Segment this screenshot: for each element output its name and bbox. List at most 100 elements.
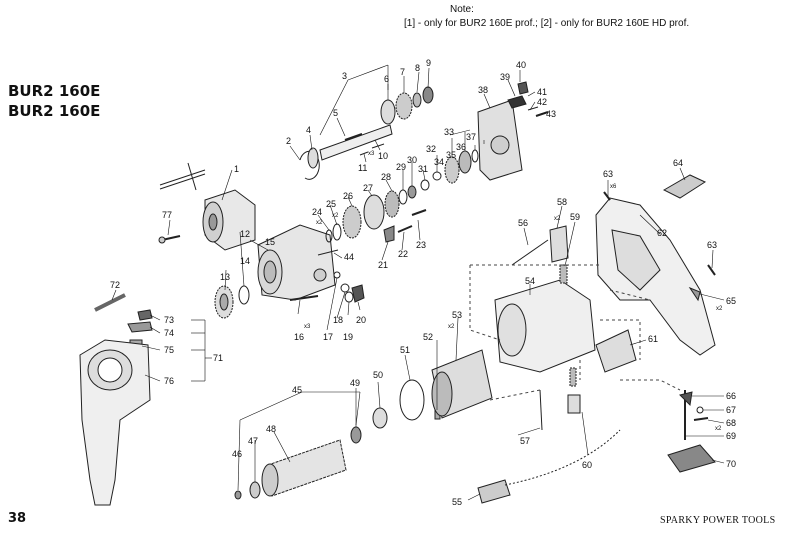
button-39 (507, 95, 527, 109)
part-label: 42 (537, 97, 547, 107)
bearing-32 (432, 171, 442, 181)
fan-47 (249, 481, 261, 499)
gear-35 (458, 150, 472, 174)
part-label: 63 (707, 240, 717, 250)
part-label: 12 (240, 229, 250, 239)
part-17 (333, 271, 341, 279)
gear-28 (384, 190, 400, 218)
part-label: 16 (294, 332, 304, 342)
part-label: 53 (452, 310, 462, 320)
plate-64 (662, 174, 707, 199)
gear-13 (214, 285, 234, 319)
part-label: 63 (603, 169, 613, 179)
part-73 (137, 309, 153, 321)
part-67 (696, 406, 704, 414)
qty-mark: x2 (554, 216, 561, 222)
part-label: 46 (232, 449, 242, 459)
qty-mark: x6 (610, 184, 617, 190)
gear-housing-15 (257, 224, 336, 301)
part-label: 15 (265, 237, 275, 247)
part-label: 6 (384, 74, 389, 84)
part-label: 69 (726, 431, 736, 441)
part-label: 1 (234, 164, 239, 174)
part-label: 62 (657, 228, 667, 238)
part-label: 14 (240, 256, 250, 266)
part-60 (567, 394, 581, 414)
part-40 (517, 81, 529, 95)
qty-mark: x3 (304, 324, 311, 330)
part-label: 65 (726, 296, 736, 306)
bearing-holder-50 (372, 407, 388, 429)
part-label: 77 (162, 210, 172, 220)
part-label: 59 (570, 212, 580, 222)
part-label: 9 (426, 58, 431, 68)
part-label: 48 (266, 424, 276, 434)
quantity-marks: x6 x2 x2 x2 x2 x2 x2 x3 x3 (304, 151, 723, 432)
part-label: 3 (342, 71, 347, 81)
screw-77 (158, 235, 181, 244)
part-label: 39 (500, 72, 510, 82)
part-label: 50 (373, 370, 383, 380)
part-label: 72 (110, 280, 120, 290)
qty-mark: x2 (316, 220, 323, 226)
part-label: 38 (478, 85, 488, 95)
footer-brand: SPARKY POWER TOOLS (660, 515, 776, 526)
drill-chuck (159, 162, 256, 251)
part-label: 32 (426, 144, 436, 154)
bearing-46 (234, 490, 242, 500)
qty-mark: x2 (716, 306, 723, 312)
part-label: 71 (213, 353, 223, 363)
part-label: 52 (423, 332, 433, 342)
wire-56 (511, 239, 549, 266)
lever-21 (383, 225, 395, 243)
part-label: 21 (378, 260, 388, 270)
spring-44 (317, 249, 339, 256)
part-label: 2 (286, 136, 291, 146)
part-label: 49 (350, 378, 360, 388)
brush-59 (559, 264, 568, 284)
part-label: 10 (378, 151, 388, 161)
gear-34 (444, 156, 460, 184)
note-text: [1] - only for BUR2 160E prof.; [2] - on… (404, 18, 690, 29)
part-label: 19 (343, 332, 353, 342)
note-title: Note: (450, 4, 474, 15)
part-label: 57 (520, 436, 530, 446)
qty-mark: x2 (448, 324, 455, 330)
ring-14 (238, 285, 250, 305)
part-label: 61 (648, 334, 658, 344)
part-label: 44 (344, 252, 354, 262)
screw-16 (289, 295, 319, 301)
ring-8 (412, 92, 422, 108)
pin-43 (535, 111, 549, 117)
bearing-49 (350, 426, 362, 444)
model-title: BUR2 160E (8, 82, 101, 100)
part-label: 56 (518, 218, 528, 228)
wire-57 (539, 389, 543, 431)
part-label: 51 (400, 345, 410, 355)
part-label: 54 (525, 276, 535, 286)
part-label: 64 (673, 158, 683, 168)
part-65 (688, 286, 701, 302)
part-label: 7 (400, 67, 405, 77)
cable-55 (477, 479, 511, 504)
part-label: 18 (333, 315, 343, 325)
part-label: 8 (415, 63, 420, 73)
part-label: 36 (456, 142, 466, 152)
circlip-2 (299, 150, 320, 180)
screw-63 (603, 191, 611, 201)
pin-22 (397, 225, 413, 233)
part-label: 41 (537, 87, 547, 97)
part-label: 13 (220, 272, 230, 282)
part-label: 47 (248, 436, 258, 446)
gear-7 (395, 92, 413, 120)
part-label: 55 (452, 497, 462, 507)
part-label: 60 (582, 460, 592, 470)
bearing-6 (380, 99, 396, 125)
part-label: 20 (356, 315, 366, 325)
pin-5 (344, 133, 363, 141)
part-label: 26 (343, 191, 353, 201)
qty-mark: x2 (715, 426, 722, 432)
part-label: 66 (726, 391, 736, 401)
switch-61 (595, 329, 637, 373)
